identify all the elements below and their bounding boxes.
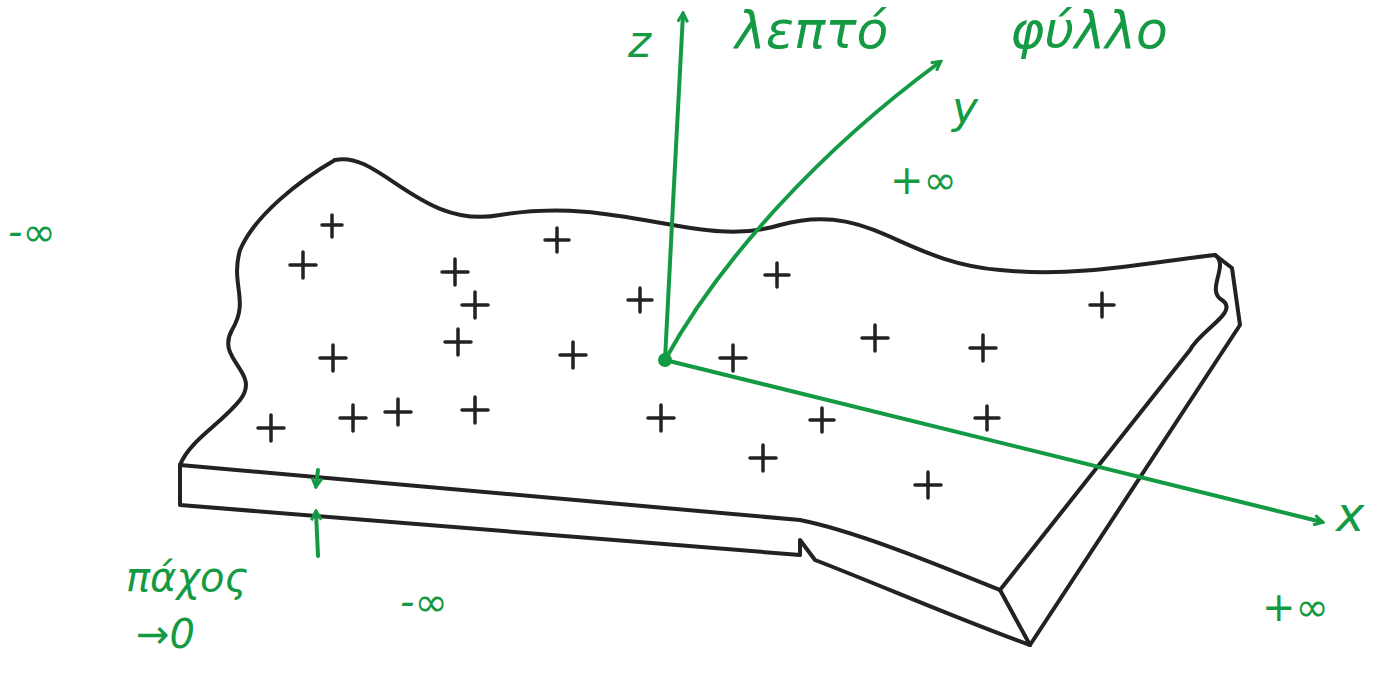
axis-label: λεπτό <box>735 2 888 59</box>
sheet-outline <box>180 159 1240 645</box>
axis-label: x <box>1336 488 1364 541</box>
axis-label: +∞ <box>1262 585 1329 629</box>
axis-label: z <box>628 18 651 66</box>
axis-label: →0 <box>136 612 195 656</box>
axes <box>316 14 1322 556</box>
plus-charges <box>258 215 1114 498</box>
axis-label: +∞ <box>890 158 957 202</box>
axis-label: -∞ <box>8 210 56 254</box>
axis-label: y <box>952 84 978 132</box>
axis-label: φύλλο <box>1010 2 1168 59</box>
axis-label: -∞ <box>400 580 448 624</box>
axis-label: πάχος <box>126 555 248 599</box>
